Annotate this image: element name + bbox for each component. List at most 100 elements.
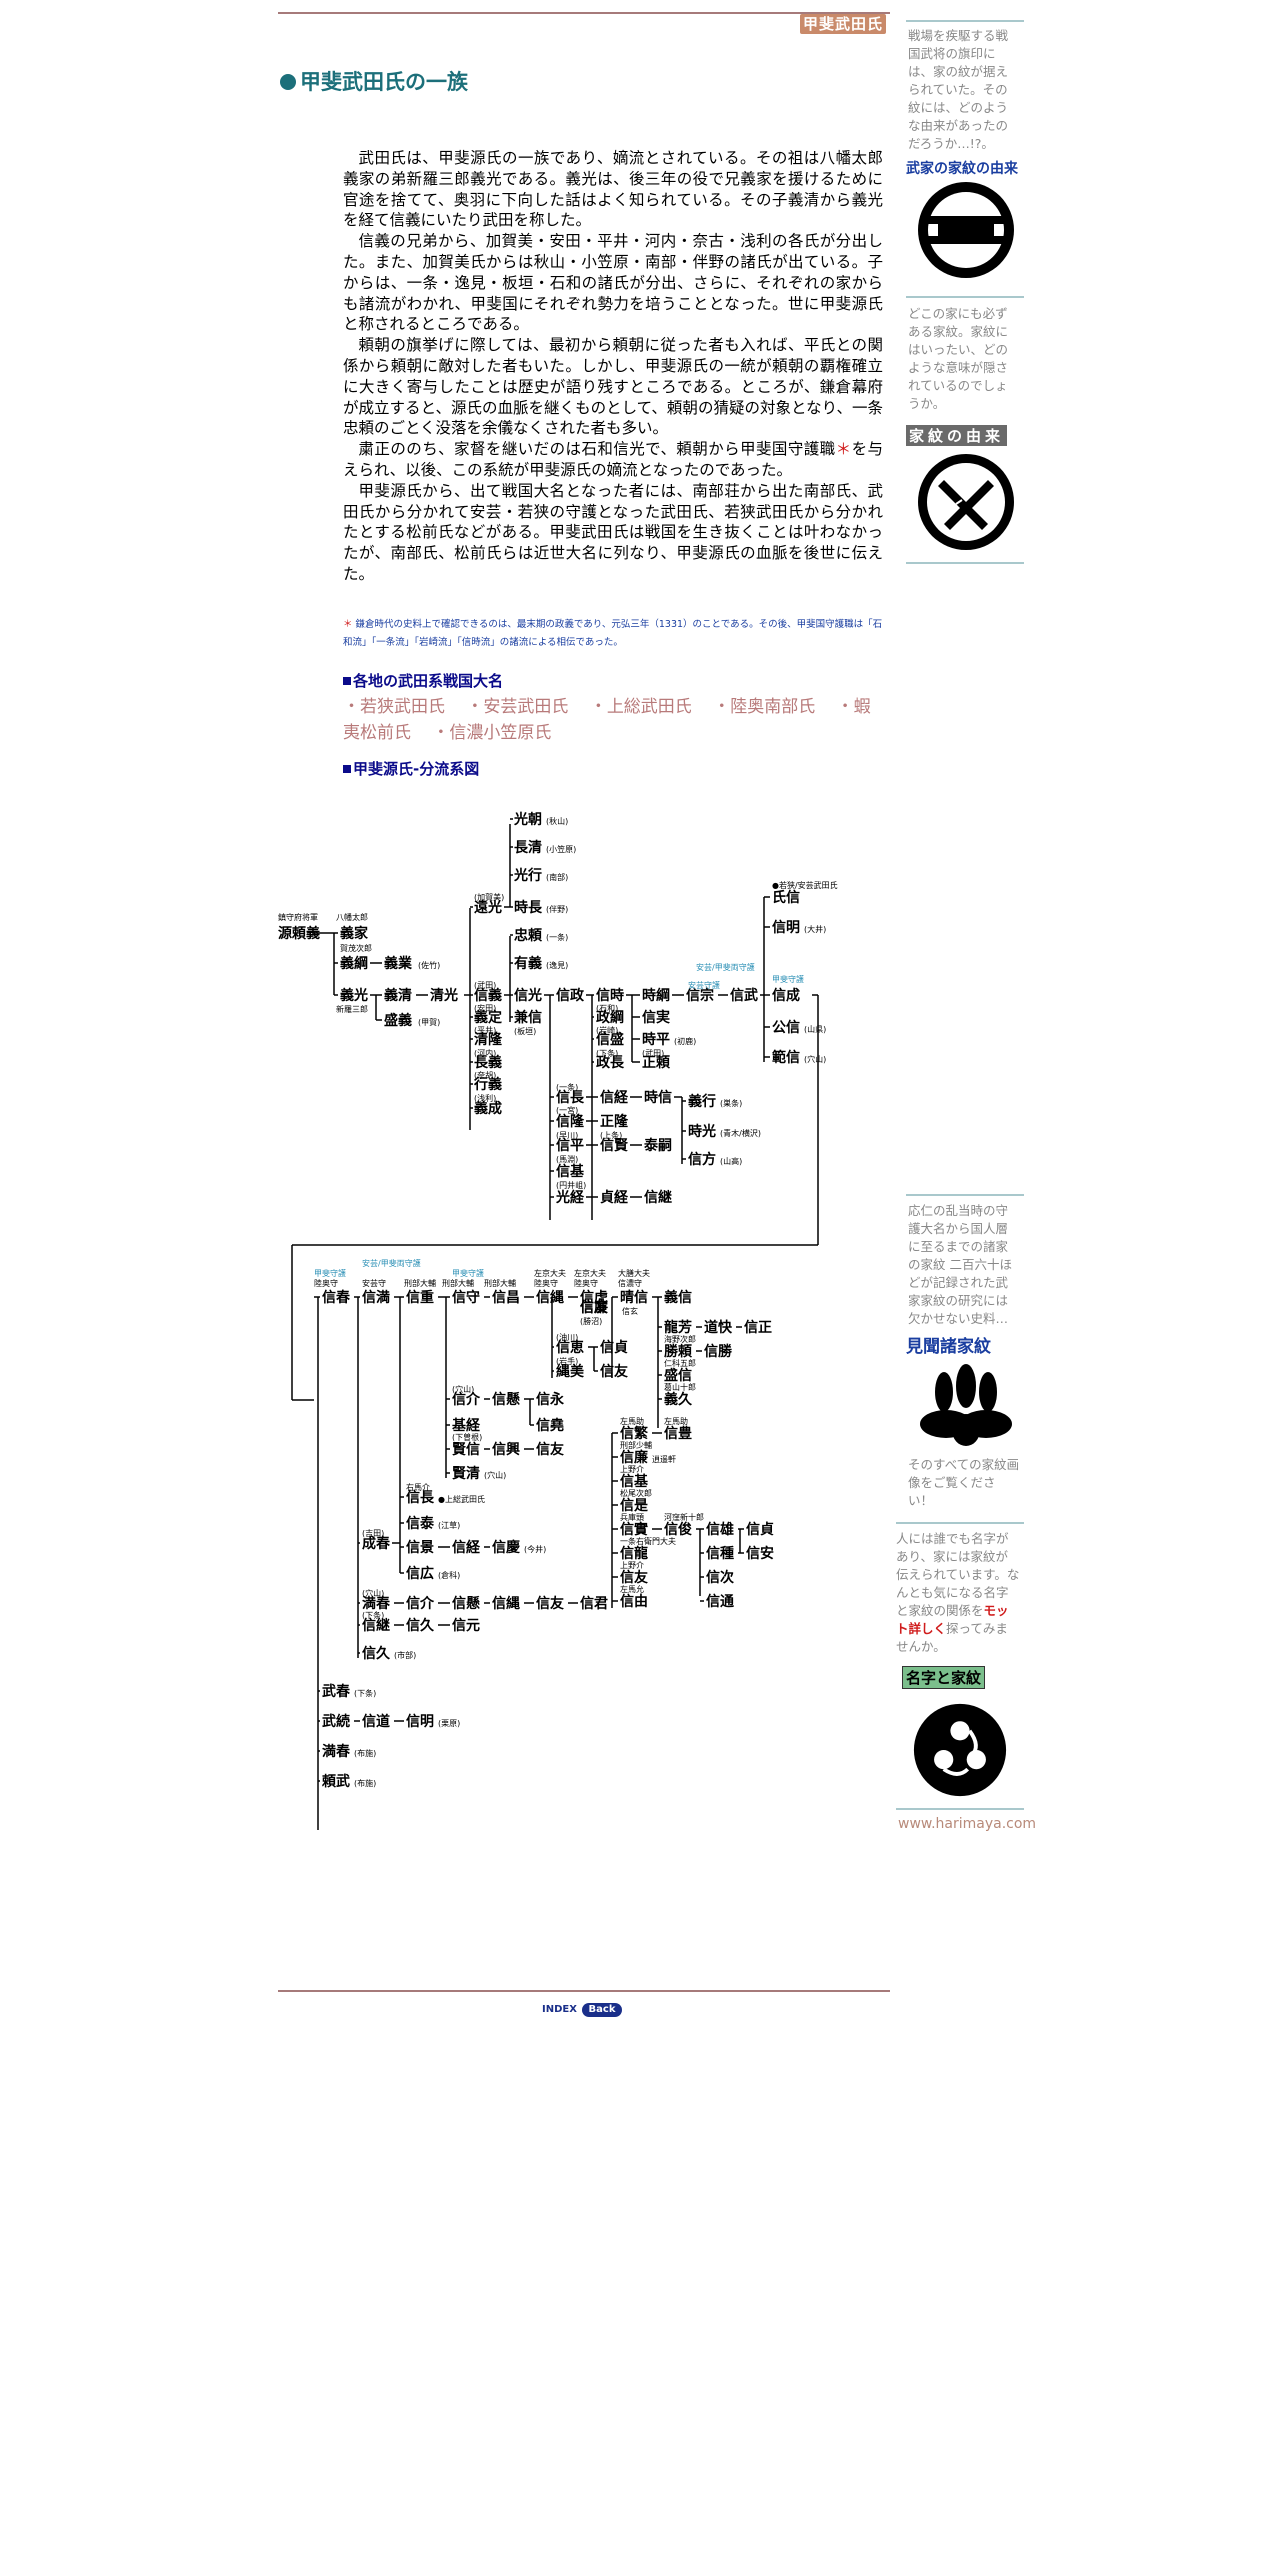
tree-person: 信経 xyxy=(600,1089,629,1106)
tree-annotation: (一条) xyxy=(546,932,568,942)
tree-person: 信慶 xyxy=(492,1539,520,1556)
tree-annotation: 兵庫頭 xyxy=(620,1512,644,1522)
footnote-marker[interactable]: ＊ xyxy=(835,440,852,459)
kamon-yurai-badge[interactable]: 家紋の由来 xyxy=(906,425,1008,446)
daimyo-link[interactable]: ・陸奥南部氏 xyxy=(713,697,816,717)
tree-annotation: (下条) xyxy=(596,1048,618,1058)
tree-person: 光朝 xyxy=(513,811,542,828)
tree-person: 信種 xyxy=(706,1545,734,1562)
tree-person: 信友 xyxy=(620,1569,648,1586)
paragraph-5: 甲斐源氏から、出て戦国大名となった者には、南部荘から出た南部氏、武田氏から分かれ… xyxy=(343,481,883,583)
tree-person: 信重 xyxy=(406,1289,434,1306)
tree-annotation: 賀茂次郎 xyxy=(340,943,372,953)
daimyo-link-text: 信濃小笠原氏 xyxy=(449,723,552,743)
tree-person: 信介 xyxy=(452,1391,481,1408)
tree-annotation: (奈胡) xyxy=(474,1070,496,1080)
tree-person: 正頼 xyxy=(642,1054,671,1071)
tree-annotation: (南部) xyxy=(546,872,568,882)
tree-person: 範信 xyxy=(772,1049,800,1066)
tree-person: 時信 xyxy=(644,1089,672,1106)
tree-annotation: 河窪新十郎 xyxy=(664,1512,704,1522)
tree-person: 時綱 xyxy=(642,987,670,1004)
tree-person: 信長 xyxy=(406,1489,435,1506)
top-rule xyxy=(278,12,890,14)
tree-annotation: 左京大夫 xyxy=(574,1268,606,1278)
daimyo-link[interactable]: ・若狭武田氏 xyxy=(343,697,445,717)
tree-annotation: (浅利) xyxy=(474,1093,496,1103)
paragraph-4-a: 粛正ののち、家督を継いだのは石和信光で、頼朝から甲斐国守護職 xyxy=(358,440,836,459)
tree-annotation: (武田) xyxy=(642,1048,664,1058)
tree-person: 清隆 xyxy=(474,1031,503,1048)
tree-annotation: ●若狭/安芸武田氏 xyxy=(772,880,838,890)
daimyo-link[interactable]: ・蝦夷松前氏 xyxy=(343,697,871,743)
tree-person: 信明 xyxy=(406,1713,434,1730)
tree-person: 忠頼 xyxy=(514,927,543,944)
tree-person: 信宗 xyxy=(686,987,714,1004)
blurb-4-text: 人には誰でも名字があり、家には家紋が伝えられています。なんとも気になる名字と家紋… xyxy=(896,1531,1020,1618)
tree-person: 義行 xyxy=(688,1093,716,1110)
tree-person: 信景 xyxy=(406,1539,434,1556)
tree-annotation: 信玄 xyxy=(622,1306,638,1316)
sidebar-rule xyxy=(906,296,1024,298)
tree-annotation: (油川) xyxy=(556,1332,578,1342)
tree-annotation: 刑部大輔 xyxy=(442,1278,474,1288)
tree-person: 遠光 xyxy=(474,899,502,916)
site-logo[interactable]: 甲斐武田氏 xyxy=(800,14,886,34)
tree-annotation: 松尾次郎 xyxy=(620,1488,652,1498)
daimyo-link[interactable]: ・信濃小笠原氏 xyxy=(432,723,552,743)
tree-annotation: (勝沼) xyxy=(580,1316,602,1326)
site-link[interactable]: www.harimaya.com xyxy=(898,1816,1037,1832)
tree-annotation: (倉科) xyxy=(438,1570,460,1580)
tree-annotation: (一宮) xyxy=(556,1105,578,1115)
tree-annotation: (逸見) xyxy=(546,960,568,970)
tree-person: 信継 xyxy=(644,1189,672,1206)
tree-person: 勝頼 xyxy=(664,1343,693,1360)
buke-kamon-badge[interactable]: 武家の家紋の由来 xyxy=(906,161,1018,177)
tree-annotation: (穴山) xyxy=(484,1470,506,1480)
tree-annotation: (吉田) xyxy=(362,1529,384,1538)
kamon-paulownia-icon[interactable] xyxy=(916,1358,1016,1448)
tree-person: 源頼義 xyxy=(278,925,320,942)
tree-annotation: 八幡太郎 xyxy=(336,912,368,922)
tree-annotation: (安田) xyxy=(474,1003,496,1013)
tree-person: 信縄 xyxy=(492,1595,520,1612)
daimyo-link[interactable]: ・安芸武田氏 xyxy=(466,697,569,717)
tree-person: 基経 xyxy=(452,1417,481,1434)
tree-person: 時長 xyxy=(514,899,543,916)
tree-annotation: (石和) xyxy=(596,1004,618,1013)
tree-person: 信正 xyxy=(744,1319,772,1336)
tree-person: 信友 xyxy=(600,1363,628,1380)
kamon-bars-icon[interactable] xyxy=(916,180,1016,280)
tree-person: 信基 xyxy=(556,1163,585,1180)
tree-annotation: (加賀美) xyxy=(474,892,504,902)
tree-person: 賢信 xyxy=(452,1441,480,1458)
tree-annotation: (大井) xyxy=(804,924,826,934)
square-bullet-icon xyxy=(343,765,351,773)
tree-person: 信継 xyxy=(362,1617,390,1634)
more-details-link[interactable]: モット詳しく xyxy=(896,1603,1009,1636)
footnote-text: 鎌倉時代の史料上で確認できるのは、最末期の政義であり、元弘三年（1331）のこと… xyxy=(343,619,883,648)
tree-person: 信隆 xyxy=(556,1113,585,1130)
kamon-tomoe-icon[interactable] xyxy=(912,1702,1008,1798)
tree-annotation: 信濃守 xyxy=(618,1278,642,1288)
tree-annotation: 刑部少輔 xyxy=(620,1440,652,1450)
kamon-crossed-feathers-icon[interactable] xyxy=(916,452,1016,552)
tree-person: 信縄 xyxy=(536,1289,564,1306)
tree-person: 行義 xyxy=(473,1076,502,1093)
tree-person: 信実 xyxy=(642,1009,670,1026)
tree-person: 時光 xyxy=(688,1123,716,1140)
tree-person: 信勝 xyxy=(704,1343,733,1360)
tree-person: 信君 xyxy=(580,1595,608,1612)
back-button[interactable]: Back xyxy=(582,2003,622,2017)
index-button[interactable]: INDEX xyxy=(542,2004,577,2015)
myoji-kamon-badge[interactable]: 名字と家紋 xyxy=(902,1666,986,1689)
kenmon-shokamon-badge[interactable]: 見聞諸家紋 xyxy=(906,1337,991,1357)
tree-person: 貞経 xyxy=(600,1189,629,1206)
tree-annotation: 右馬介 xyxy=(406,1482,430,1492)
tree-annotation: (下条) xyxy=(354,1688,376,1698)
tree-person: 信政 xyxy=(556,987,585,1004)
tree-annotation: 葛山十郎 xyxy=(664,1382,696,1392)
tree-person: 信安 xyxy=(746,1545,774,1562)
daimyo-link[interactable]: ・上総武田氏 xyxy=(589,697,692,717)
tree-person: 時平 xyxy=(642,1031,670,1048)
